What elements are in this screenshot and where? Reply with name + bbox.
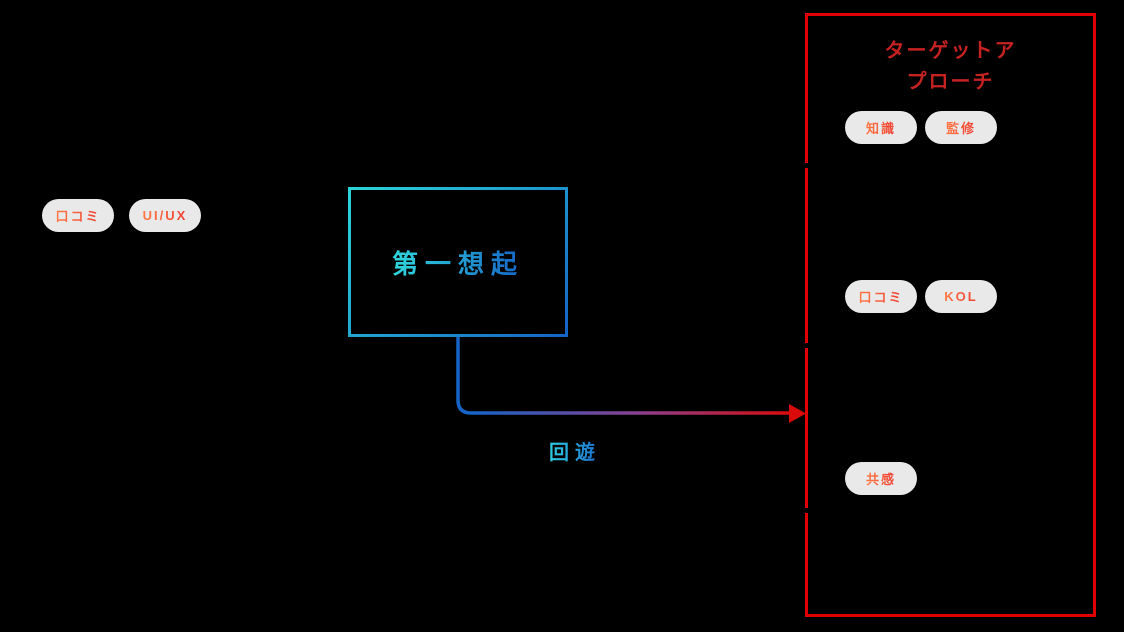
tag-kanshu: 監修 (925, 111, 997, 144)
tag-kol: KOL (925, 280, 997, 313)
connector-notch (805, 508, 808, 513)
first-recall-box: 第一想起 (348, 187, 568, 337)
tag-label: KOL (944, 289, 978, 304)
flow-arrow-line (456, 337, 789, 415)
panel-tag-row-knowledge: 知識 監修 (845, 111, 997, 144)
flow-arrowhead-icon (789, 404, 806, 423)
first-recall-box-inner: 第一想起 (351, 190, 565, 334)
left-tag-group: 口コミ UI/UX (42, 199, 201, 232)
tag-kuchikomi-left: 口コミ (42, 199, 114, 232)
connector-notch (805, 163, 808, 168)
tag-label: 知識 (866, 118, 896, 137)
panel-tag-row-empathy: 共感 (845, 462, 917, 495)
tag-uiux: UI/UX (129, 199, 201, 232)
tag-label: 共感 (866, 469, 896, 488)
tag-label: UI/UX (142, 208, 188, 223)
tag-label: 監修 (946, 118, 976, 137)
tag-kyokan: 共感 (845, 462, 917, 495)
tag-kuchikomi-panel: 口コミ (845, 280, 917, 313)
target-approach-title: ターゲットア プローチ (808, 16, 1093, 98)
panel-tag-row-wordofmouth: 口コミ KOL (845, 280, 997, 313)
target-approach-title-line1: ターゲットア (884, 40, 1017, 62)
target-approach-title-line2: プローチ (906, 71, 995, 93)
first-recall-label: 第一想起 (392, 244, 524, 281)
target-approach-panel: ターゲットア プローチ 知識 監修 口コミ KOL 共感 (805, 13, 1096, 617)
flow-arrow (456, 337, 806, 423)
tag-chishiki: 知識 (845, 111, 917, 144)
flow-arrow-label: 回遊 (549, 436, 601, 465)
connector-notch (805, 343, 808, 348)
tag-label: 口コミ (858, 287, 903, 306)
tag-label: 口コミ (55, 206, 100, 225)
